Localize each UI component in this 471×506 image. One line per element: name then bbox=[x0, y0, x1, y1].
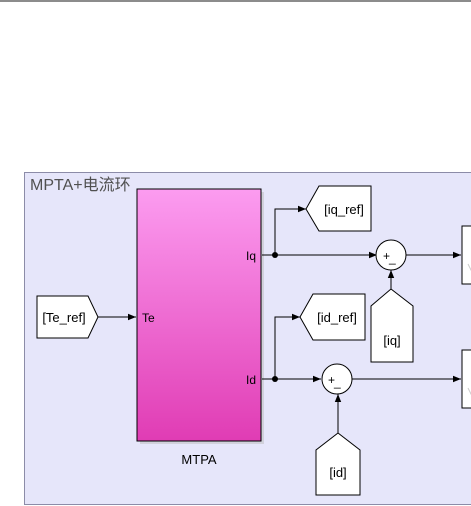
goto-iq-ref-shape bbox=[305, 185, 372, 232]
from-te-ref-label: [Te_ref] bbox=[42, 310, 85, 325]
goto-iq-ref-label: [iq_ref] bbox=[324, 202, 364, 217]
from-te-ref-shape bbox=[36, 295, 99, 339]
sum-q-minus-sign: _ bbox=[388, 251, 396, 265]
downstream-d-body bbox=[461, 349, 471, 409]
mtpa-input-port-label: Te bbox=[142, 311, 155, 325]
mtpa-block-name: MTPA bbox=[181, 452, 216, 467]
sum-block-q[interactable]: + _ bbox=[375, 239, 407, 271]
goto-id-ref-label: [id_ref] bbox=[317, 310, 357, 325]
wire-iq-to-goto-iq-ref[interactable] bbox=[274, 205, 306, 255]
mtpa-block-body bbox=[136, 188, 262, 442]
mtpa-subsystem-block[interactable]: Te Iq Id MTPA bbox=[136, 188, 264, 467]
from-block-id[interactable]: [id] bbox=[315, 432, 361, 496]
mtpa-output-port-d-label: Id bbox=[246, 373, 256, 387]
downstream-q-arrow-icon bbox=[467, 263, 471, 272]
goto-block-id-ref[interactable]: [id_ref] bbox=[299, 293, 366, 341]
sum-q-plus-sign: + bbox=[383, 249, 390, 263]
goto-id-ref-shape bbox=[299, 293, 366, 341]
mtpa-output-port-q-label: Iq bbox=[246, 249, 256, 263]
from-iq-label: [iq] bbox=[383, 333, 400, 348]
from-id-label: [id] bbox=[329, 465, 346, 480]
area-title: MPTA+电流环 bbox=[30, 176, 131, 194]
goto-block-iq-ref[interactable]: [iq_ref] bbox=[305, 185, 372, 232]
sum-d-minus-sign: _ bbox=[333, 375, 341, 389]
from-id-shape bbox=[315, 432, 361, 496]
wire-id-to-goto-id-ref[interactable] bbox=[274, 313, 300, 379]
downstream-block-q-partial[interactable] bbox=[461, 225, 471, 285]
from-iq-shape bbox=[370, 288, 414, 363]
sum-block-d[interactable]: + _ bbox=[321, 363, 353, 395]
sum-d-plus-sign: + bbox=[328, 373, 335, 387]
downstream-q-body bbox=[461, 225, 471, 285]
downstream-block-d-partial[interactable] bbox=[461, 349, 471, 409]
from-block-iq[interactable]: [iq] bbox=[370, 288, 414, 363]
from-block-te-ref[interactable]: [Te_ref] bbox=[36, 295, 99, 339]
downstream-d-arrow-icon bbox=[467, 387, 471, 396]
